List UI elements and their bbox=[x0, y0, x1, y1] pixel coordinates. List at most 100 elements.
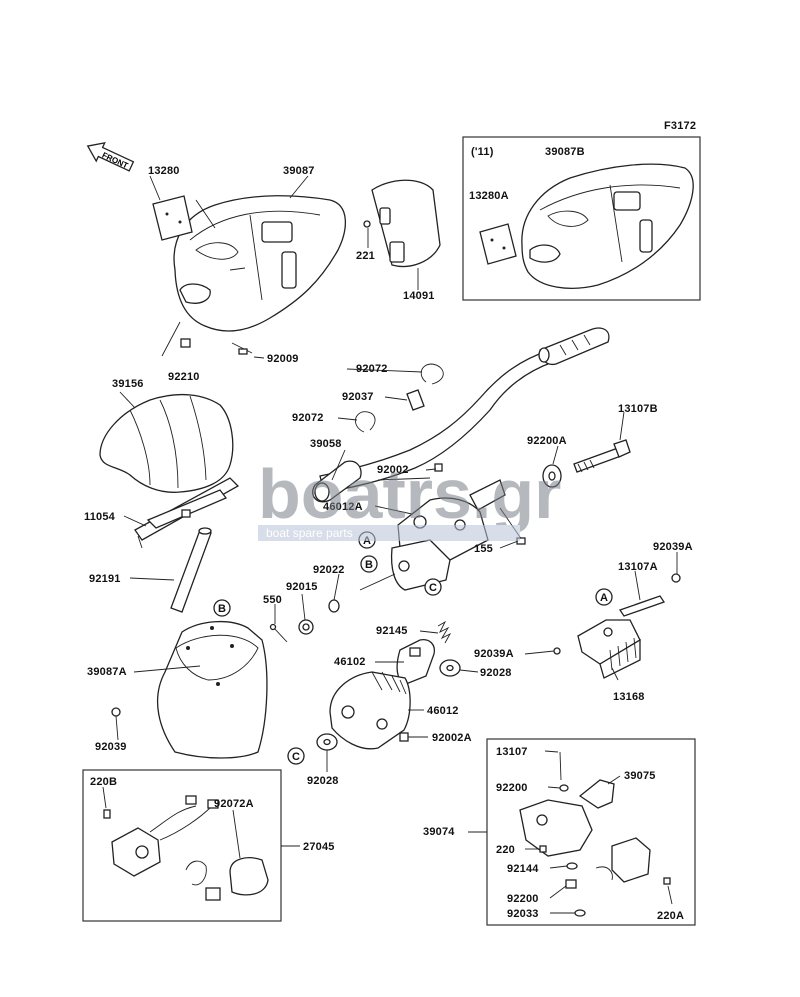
label-92191: 92191 bbox=[89, 573, 121, 585]
label-92039: 92039 bbox=[95, 741, 127, 753]
watermark-logo: boatrs.gr boat spare parts bbox=[258, 455, 561, 541]
washer-92028-upper bbox=[439, 659, 461, 677]
svg-text:C: C bbox=[292, 751, 300, 763]
label-221: 221 bbox=[356, 250, 375, 262]
washer-92022 bbox=[328, 599, 340, 613]
bracket-39075 bbox=[578, 779, 615, 809]
label-92037: 92037 bbox=[342, 391, 374, 403]
label-92200-upper: 92200 bbox=[496, 782, 528, 794]
label-92002A: 92002A bbox=[432, 732, 472, 744]
bolt-92002A bbox=[399, 732, 409, 742]
switch-module-220A bbox=[595, 837, 671, 885]
label-92072-mid: 92072 bbox=[292, 412, 324, 424]
label-92200A: 92200A bbox=[527, 435, 567, 447]
clip-92210 bbox=[180, 338, 191, 348]
screw-221 bbox=[363, 220, 371, 228]
label-92145: 92145 bbox=[376, 625, 408, 637]
housing-39074 bbox=[519, 799, 593, 857]
cap-14091 bbox=[371, 179, 441, 268]
label-39074: 39074 bbox=[423, 826, 455, 838]
rivet-92039A-mid bbox=[553, 647, 561, 655]
callout-A-2: A bbox=[595, 588, 613, 606]
label-92002: 92002 bbox=[377, 464, 409, 476]
label-92009: 92009 bbox=[267, 353, 299, 365]
callout-C-1: C bbox=[424, 578, 442, 596]
screw-220 bbox=[539, 845, 547, 853]
washer-92028-lower bbox=[316, 733, 338, 751]
kit-27045-box bbox=[82, 769, 282, 922]
front-arrow-icon: FRONT bbox=[86, 142, 135, 172]
inset-year-label: ('11) bbox=[471, 146, 494, 158]
label-92033: 92033 bbox=[507, 908, 539, 920]
clip-92072-top bbox=[420, 363, 444, 385]
label-27045: 27045 bbox=[303, 841, 335, 853]
label-92200-lower: 92200 bbox=[507, 893, 539, 905]
svg-text:A: A bbox=[600, 592, 608, 604]
svg-text:B: B bbox=[218, 603, 226, 615]
pin-13107A bbox=[618, 595, 666, 617]
holder-b bbox=[390, 539, 451, 591]
bracket-11054 bbox=[134, 477, 240, 549]
label-39087A: 39087A bbox=[87, 666, 127, 678]
label-220A: 220A bbox=[657, 910, 684, 922]
bolt-13107 bbox=[559, 751, 562, 781]
inset-2011-box bbox=[462, 136, 701, 301]
watermark-tagline: boat spare parts bbox=[266, 526, 353, 540]
callout-C-2: C bbox=[287, 747, 305, 765]
label-92210: 92210 bbox=[168, 371, 200, 383]
label-13280: 13280 bbox=[148, 165, 180, 177]
label-39156: 39156 bbox=[112, 378, 144, 390]
label-92015: 92015 bbox=[286, 581, 318, 593]
cover-39156 bbox=[99, 393, 234, 493]
label-92039A-mid: 92039A bbox=[474, 648, 514, 660]
label-220B: 220B bbox=[90, 776, 117, 788]
screw-92009 bbox=[231, 342, 253, 355]
callout-B-3: B bbox=[213, 599, 231, 617]
clamp-92072A bbox=[185, 857, 269, 901]
spring-92145 bbox=[437, 620, 452, 644]
handle-cover-39087 bbox=[173, 195, 347, 332]
handlebar bbox=[319, 327, 610, 493]
bolt-92002 bbox=[434, 463, 443, 472]
label-92022: 92022 bbox=[313, 564, 345, 576]
label-39075: 39075 bbox=[624, 770, 656, 782]
label-13168: 13168 bbox=[613, 691, 645, 703]
callout-B-2: B bbox=[360, 555, 378, 573]
svg-text:C: C bbox=[429, 582, 437, 594]
washer-92200A bbox=[542, 464, 562, 488]
label-46012A: 46012A bbox=[323, 501, 363, 513]
bracket-13168 bbox=[577, 619, 641, 679]
switch-assembly-27045 bbox=[111, 795, 219, 877]
clip-92072-mid bbox=[355, 411, 376, 433]
bolt-13107B bbox=[573, 439, 631, 473]
pin-550 bbox=[269, 623, 288, 643]
label-39087: 39087 bbox=[283, 165, 315, 177]
gear-92015 bbox=[298, 619, 314, 635]
label-13107B: 13107B bbox=[618, 403, 658, 415]
part-92144 bbox=[566, 862, 578, 870]
label-220: 220 bbox=[496, 844, 515, 856]
block-92037 bbox=[406, 389, 425, 411]
label-92028-lower: 92028 bbox=[307, 775, 339, 787]
plate-13280A bbox=[479, 223, 517, 265]
rivet-92039 bbox=[111, 707, 121, 717]
label-92072-top: 92072 bbox=[356, 363, 388, 375]
label-92144: 92144 bbox=[507, 863, 539, 875]
switch-46102 bbox=[396, 639, 436, 685]
label-46102: 46102 bbox=[334, 656, 366, 668]
label-13107A: 13107A bbox=[618, 561, 658, 573]
screw-220B bbox=[103, 809, 111, 819]
label-14091: 14091 bbox=[403, 290, 435, 302]
watermark-text: boatrs.gr bbox=[258, 455, 561, 533]
holder-46012 bbox=[329, 671, 411, 750]
label-39087B: 39087B bbox=[545, 146, 585, 158]
rivet-92039A-top bbox=[671, 573, 681, 583]
grip-39058 bbox=[312, 460, 362, 503]
label-92028-upper: 92028 bbox=[480, 667, 512, 679]
label-13107: 13107 bbox=[496, 746, 528, 758]
label-11054: 11054 bbox=[84, 511, 116, 523]
label-550: 550 bbox=[263, 594, 282, 606]
svg-text:B: B bbox=[365, 559, 373, 571]
label-155: 155 bbox=[474, 543, 493, 555]
plate-13280 bbox=[152, 195, 193, 241]
